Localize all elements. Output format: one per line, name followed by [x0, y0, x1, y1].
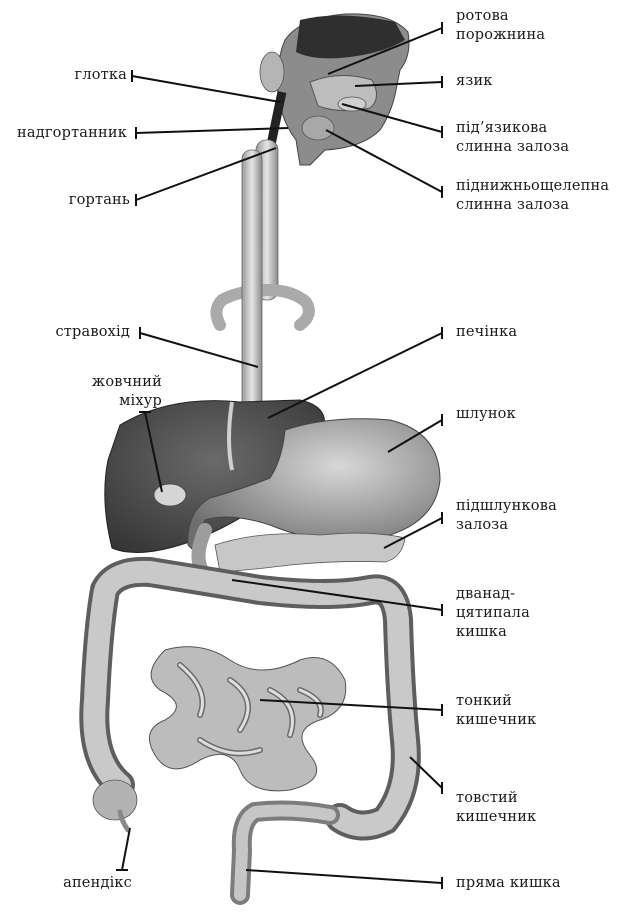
label-submandibular-gland: піднижньощелепна слинна залоза	[456, 177, 609, 215]
leader-pharynx	[132, 76, 280, 102]
label-pharynx: глотка	[75, 66, 127, 85]
label-esophagus: стравохід	[55, 323, 130, 342]
label-large-intestine: товстий кишечник	[456, 789, 536, 827]
label-appendix: апендікс	[63, 874, 132, 893]
pancreas-shape	[215, 533, 405, 572]
small-intestine-shape	[149, 647, 345, 791]
label-gallbladder: жовчний міхур	[92, 373, 162, 411]
throat-tubes	[216, 140, 308, 410]
leader-esophagus	[140, 333, 258, 367]
gallbladder-shape	[154, 484, 186, 506]
label-larynx: гортань	[69, 191, 130, 210]
label-rectum: пряма кишка	[456, 874, 561, 893]
leader-rectum	[246, 870, 442, 883]
label-sublingual-gland: під’язикова слинна залоза	[456, 119, 569, 157]
label-pancreas: підшлункова залоза	[456, 497, 557, 535]
leader-appendix	[122, 828, 130, 870]
leader-liver	[268, 333, 442, 418]
label-small-intestine: тонкий кишечник	[456, 692, 536, 730]
label-oral-cavity: ротова порожнина	[456, 7, 545, 45]
rectum-shape	[240, 811, 330, 895]
leader-submandibular	[326, 130, 442, 192]
label-epiglottis: надгортанник	[17, 124, 127, 143]
label-duodenum: дванад- цятипала кишка	[456, 585, 530, 642]
label-stomach: шлунок	[456, 405, 516, 424]
label-tongue: язик	[456, 72, 493, 91]
label-liver: печінка	[456, 323, 517, 342]
leader-epiglottis	[136, 128, 288, 133]
